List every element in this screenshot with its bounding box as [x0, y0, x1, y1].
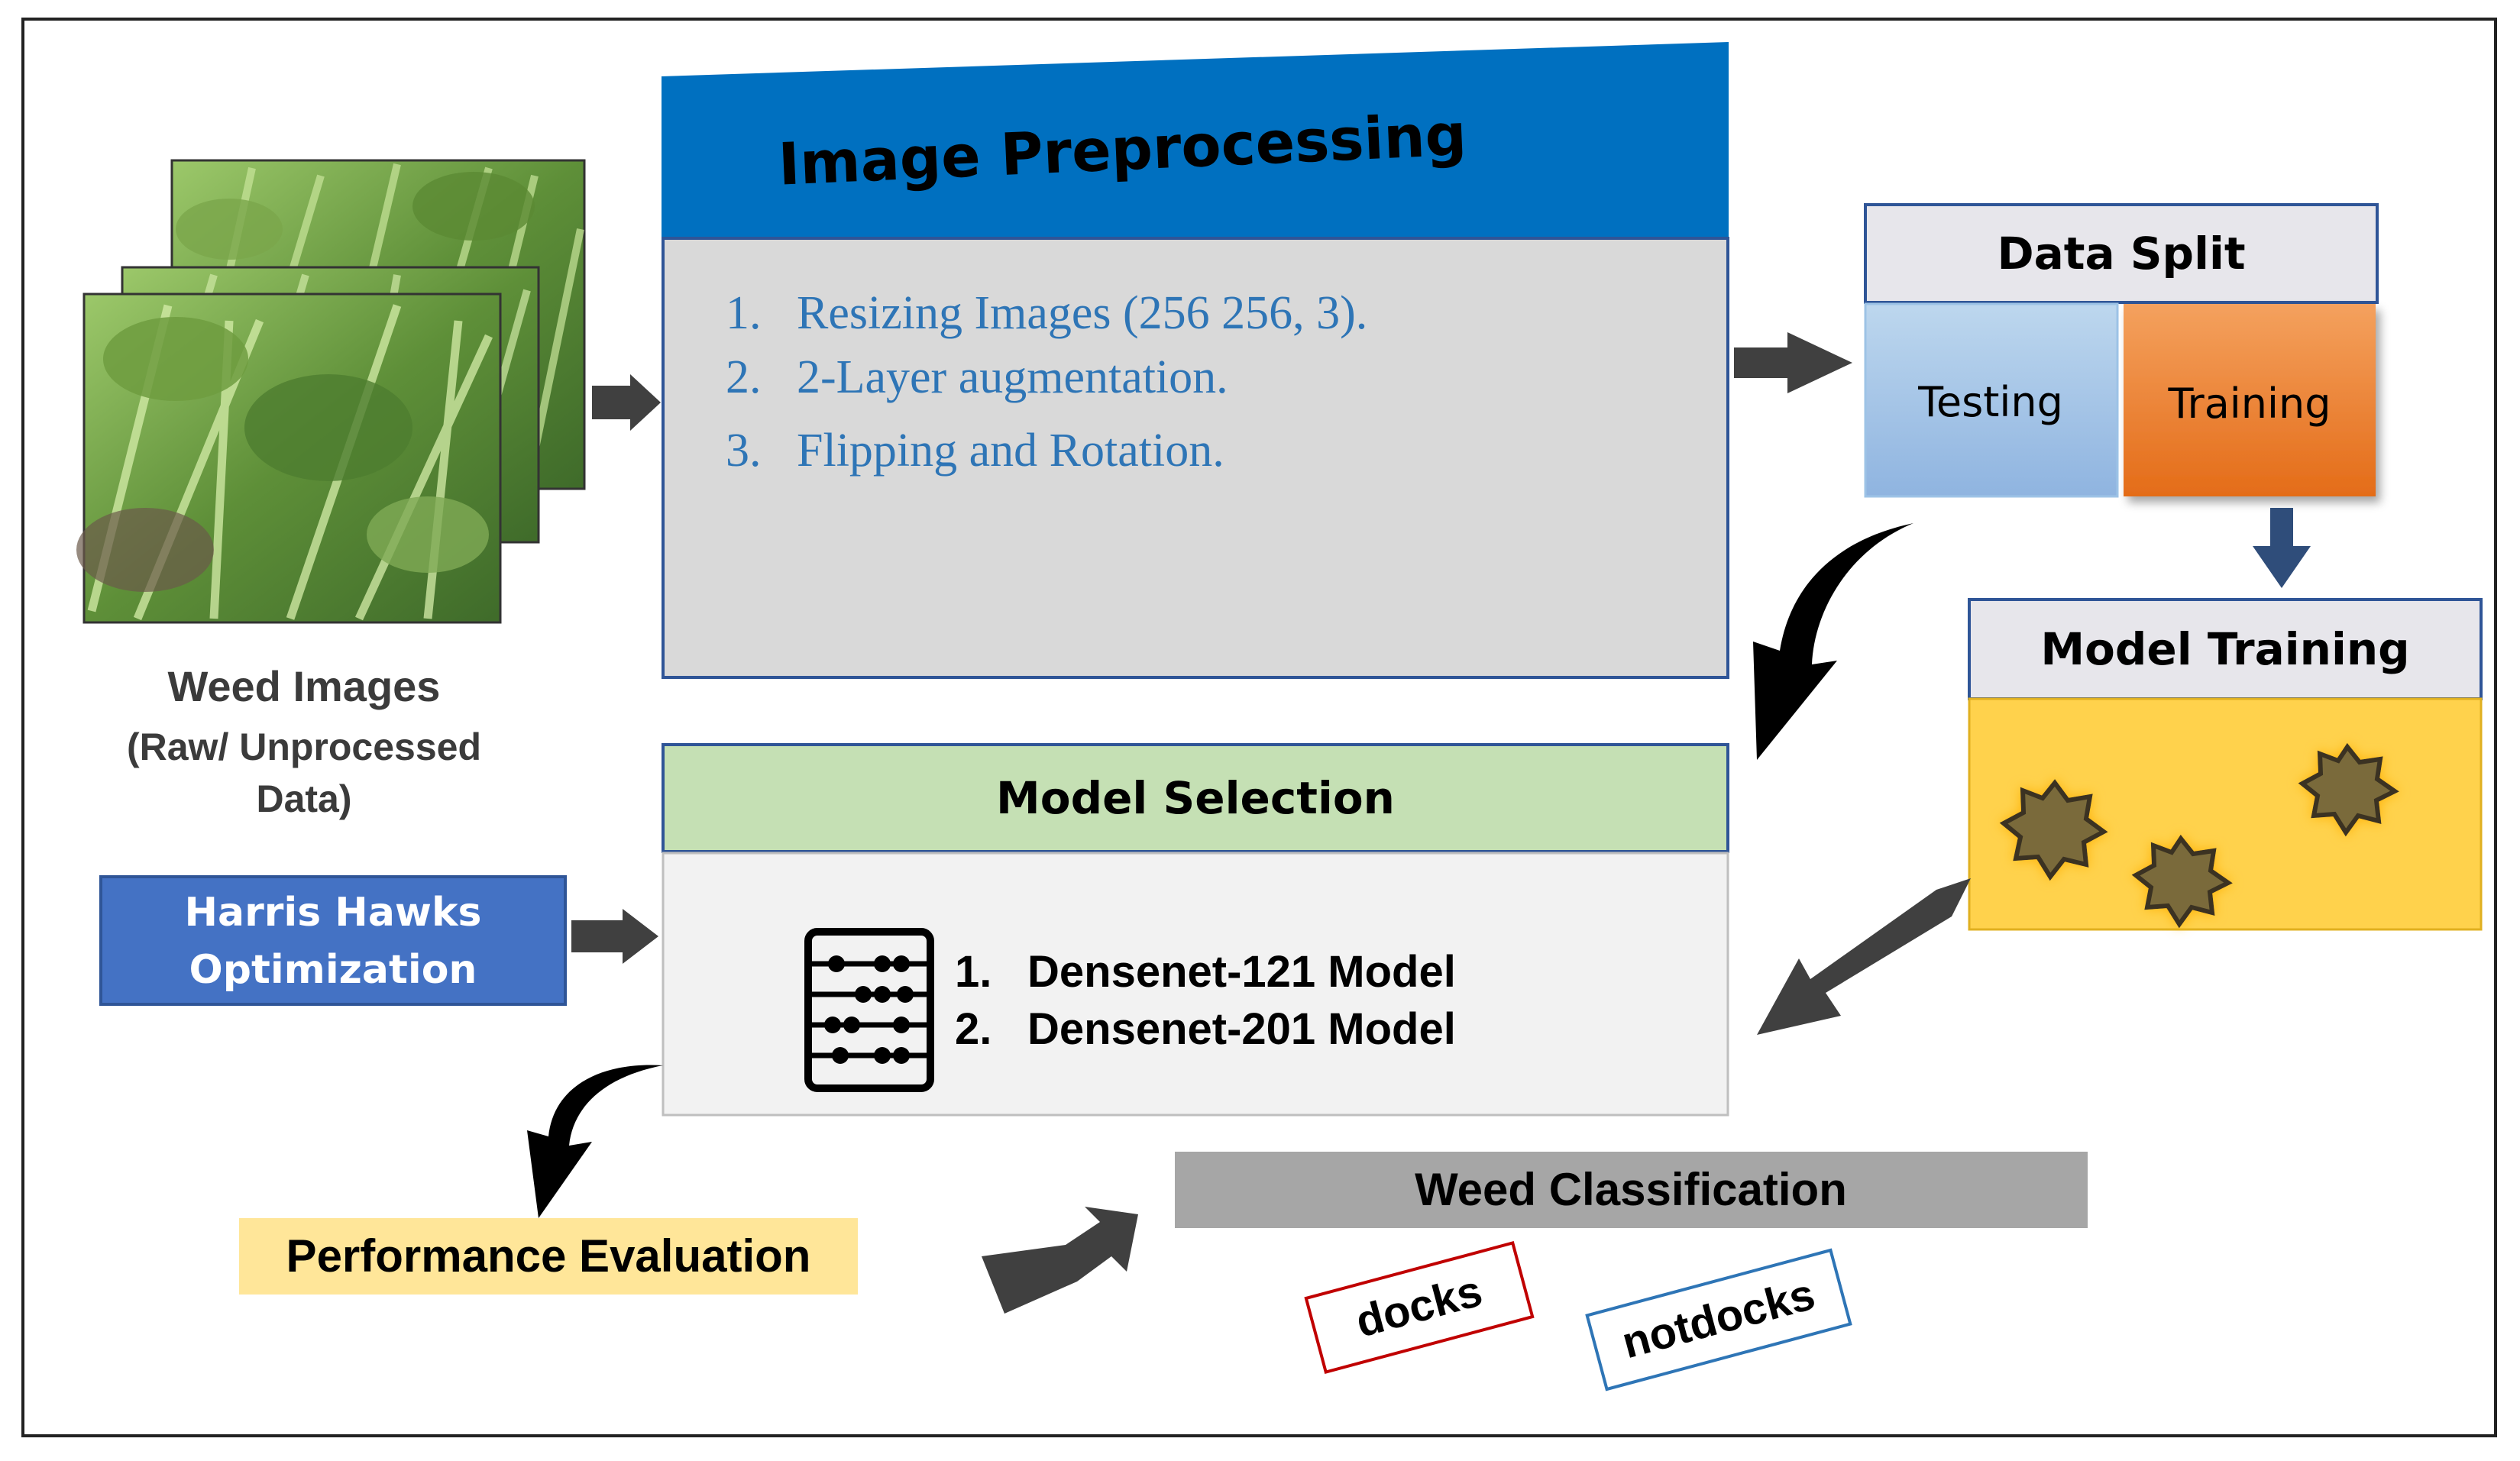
preprocessing-step2-num: 2.	[726, 351, 762, 403]
arrow-images-to-preprocessing	[592, 374, 661, 431]
model-selection-header	[662, 743, 1729, 853]
weed-images-title: Weed Images	[168, 662, 441, 710]
data-split-header	[1864, 203, 2379, 304]
model-training-title: Model Training	[2040, 623, 2409, 675]
model-1-text: Densenet-121 Model	[1027, 947, 1456, 997]
performance-box	[239, 1218, 858, 1295]
gear-icon	[1999, 779, 2108, 881]
model-training-header	[1968, 598, 2483, 700]
docks-label-card: docks	[1304, 1241, 1535, 1374]
notdocks-label-card: notdocks	[1585, 1248, 1852, 1392]
testing-box	[1864, 302, 2119, 498]
preprocessing-step3-text: Flipping and Rotation.	[797, 425, 1224, 477]
arrow-performance-to-classification	[982, 1207, 1138, 1314]
testing-label: Testing	[1917, 378, 2063, 426]
arrow-datasplit-to-model-selection	[1753, 523, 1913, 760]
classification-header	[1175, 1152, 2088, 1228]
arrow-optimizer-to-model-selection	[571, 909, 658, 964]
optimizer-box	[99, 875, 567, 1006]
abacus-icon	[804, 928, 934, 1092]
model-selection-body	[662, 852, 1729, 1117]
preprocessing-panel: Image Preprocessing 1. Resizing Images (…	[662, 42, 1729, 679]
optimizer-line2: Optimization	[189, 947, 477, 993]
performance-label: Performance Evaluation	[286, 1230, 811, 1282]
model-selection-panel: Model Selection 1. Densenet-121 Model 2.…	[662, 743, 1729, 1117]
data-split-panel: Data Split Testing Training	[1864, 203, 2379, 498]
preprocessing-body	[662, 237, 1729, 679]
weed-photo-front	[76, 293, 502, 624]
data-split-title: Data Split	[1997, 228, 2245, 280]
optimizer-line1: Harris Hawks	[185, 890, 482, 936]
preprocessing-step3-num: 3.	[726, 425, 762, 477]
training-label: Training	[2167, 380, 2331, 428]
weed-image-stack	[76, 159, 586, 624]
arrow-training-to-model-training	[2253, 508, 2311, 588]
model-2-text: Densenet-201 Model	[1027, 1004, 1456, 1054]
arrow-model-selection-to-performance	[527, 1065, 663, 1218]
training-box	[2124, 304, 2376, 496]
classification-title: Weed Classification	[1415, 1164, 1847, 1215]
gear-icon	[2298, 742, 2399, 837]
model-2-num: 2.	[955, 1004, 992, 1054]
model-selection-title: Model Selection	[996, 772, 1395, 824]
preprocessing-header	[662, 42, 1729, 237]
arrow-preprocessing-to-datasplit	[1734, 332, 1852, 393]
preprocessing-step1-num: 1.	[726, 287, 762, 339]
model-training-panel: Model Training	[1968, 598, 2483, 931]
arrow-model-training-to-model-selection	[1757, 878, 1971, 1035]
model-1-num: 1.	[955, 947, 992, 997]
weed-images-subtitle-line2: Data)	[256, 777, 351, 820]
gear-icon	[2131, 834, 2233, 929]
preprocessing-step1-text: Resizing Images (256 256, 3).	[797, 287, 1367, 339]
preprocessing-step2-text: 2-Layer augmentation.	[797, 351, 1228, 403]
weed-images-subtitle-line1: (Raw/ Unprocessed	[127, 726, 481, 768]
